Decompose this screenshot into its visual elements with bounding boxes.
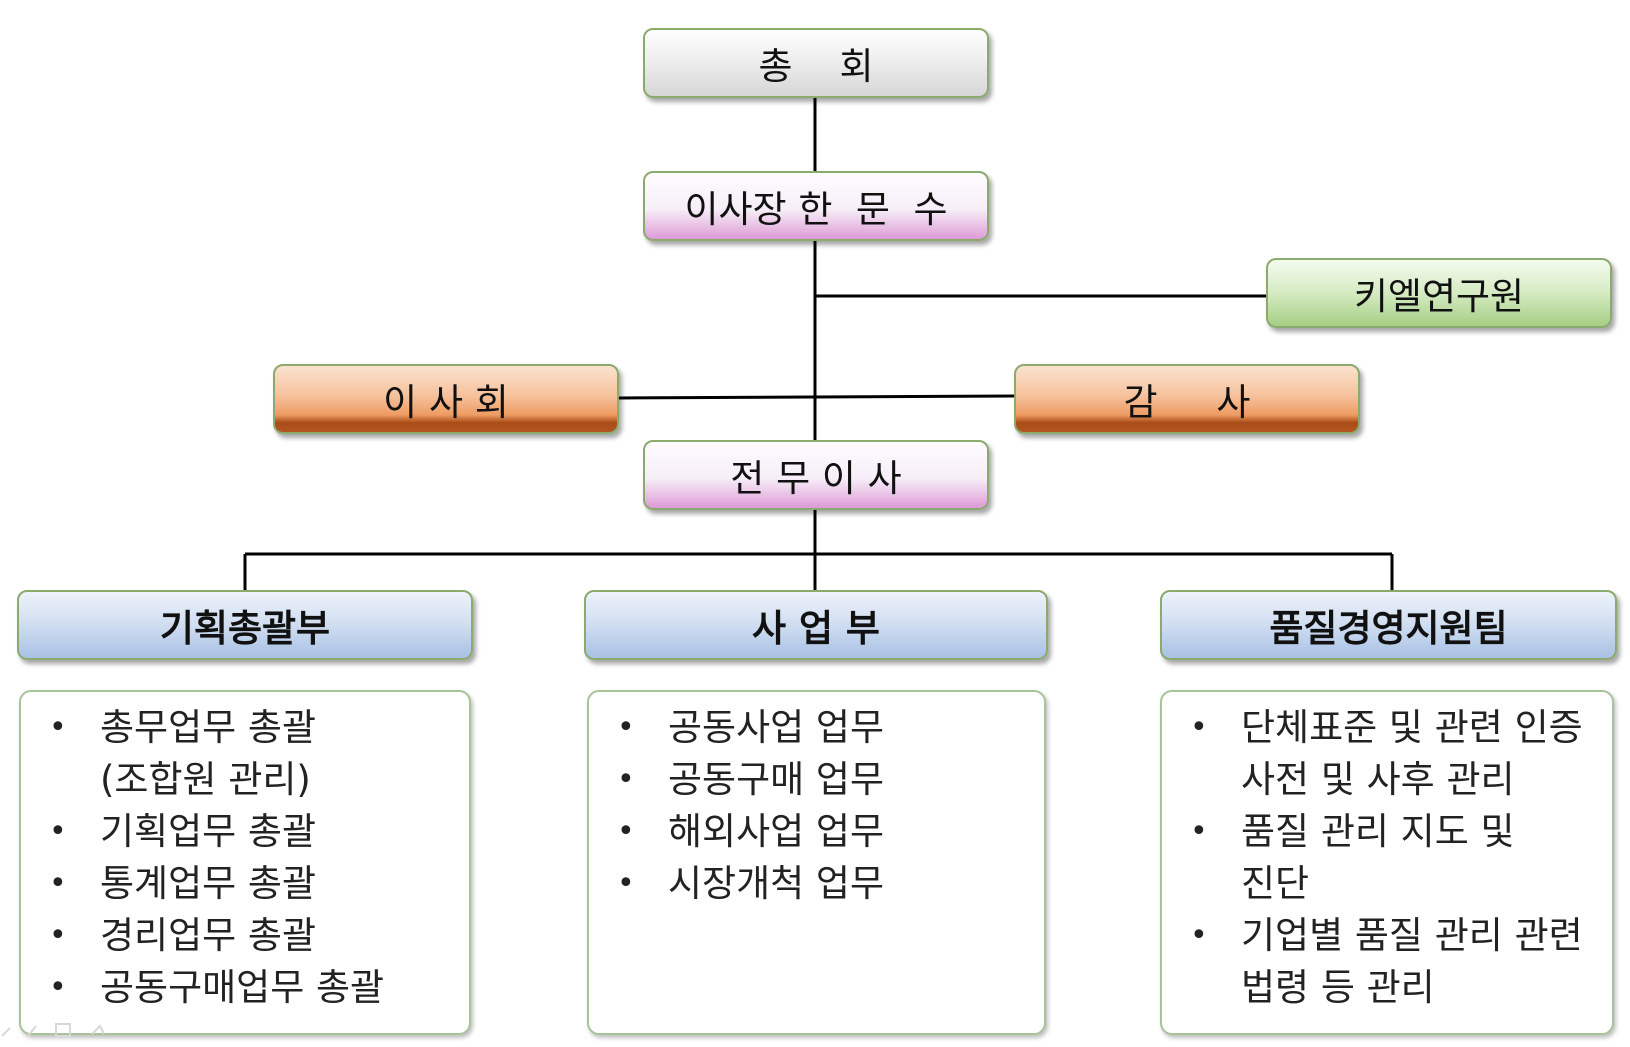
executive-director-node: 전 무 이 사	[643, 440, 989, 510]
duty-item: • 해외사업 업무	[607, 806, 1034, 858]
planning-duties-box: • 총무업무 총괄 (조합원 관리) • 기획업무 총괄 • 통계업무 총괄 • 경리업…	[19, 690, 471, 1035]
business-duties-box: • 공동사업 업무 • 공동구매 업무 • 해외사업 업무 • 시장개척 업무	[587, 690, 1046, 1035]
duty-text: 공동구매 업무	[668, 758, 885, 801]
duty-item: • 공동사업 업무	[607, 702, 1034, 754]
research-institute-node: 키엘연구원	[1266, 258, 1612, 328]
bullet-icon: •	[49, 918, 67, 953]
duty-text: 시장개척 업무	[668, 862, 885, 905]
bullet-icon: •	[49, 866, 67, 901]
bullet-icon: •	[617, 866, 635, 901]
duty-text: 통계업무 총괄	[100, 862, 317, 905]
faint-watermark-icon	[1, 1023, 105, 1037]
general-assembly-label: 총 회	[758, 45, 874, 88]
duty-item: • 총무업무 총괄 (조합원 관리)	[39, 702, 459, 806]
bullet-icon: •	[1190, 918, 1208, 953]
general-assembly-node: 총 회	[643, 28, 989, 98]
duty-item: • 공동구매업무 총괄	[39, 962, 459, 1014]
bullet-icon: •	[49, 814, 67, 849]
connector-board-audit	[618, 394, 1015, 400]
bullet-icon: •	[49, 970, 67, 1005]
duty-item: • 기획업무 총괄	[39, 806, 459, 858]
duty-list: •단체표준 및 관련 인증 사전 및 사후 관리 •품질 관리 지도 및 진단 …	[1180, 702, 1602, 1014]
duty-item: • 시장개척 업무	[607, 858, 1034, 910]
duty-text: 공동사업 업무	[668, 706, 885, 749]
duty-text: 단체표준 및 관련 인증 사전 및 사후 관리	[1241, 706, 1583, 801]
auditor-node: 감 사	[1014, 364, 1360, 434]
duty-text: 공동구매업무 총괄	[100, 966, 385, 1009]
executive-director-label: 전 무 이 사	[730, 457, 902, 500]
quality-support-team-node: 품질경영지원팀	[1160, 590, 1617, 660]
duty-item: • 품질 관리 지도 및 진단	[1180, 806, 1602, 910]
duty-item: • 공동구매 업무	[607, 754, 1034, 806]
bullet-icon: •	[617, 762, 635, 797]
duty-text: 기획업무 총괄	[100, 810, 317, 853]
department-label: 기획총괄부	[159, 607, 331, 650]
bullet-icon: •	[49, 710, 67, 745]
duty-item: • 단체표준 및 관련 인증 사전 및 사후 관리	[1180, 702, 1602, 806]
bullet-icon: •	[1190, 814, 1208, 849]
duty-text: 기업별 품질 관리 관련 법령 등 관리	[1241, 914, 1583, 1009]
duty-list: • 공동사업 업무 • 공동구매 업무 • 해외사업 업무 • 시장개척 업무	[607, 702, 1034, 910]
board-label: 이 사 회	[383, 381, 509, 424]
duty-list: • 총무업무 총괄 (조합원 관리) • 기획업무 총괄 • 통계업무 총괄 • 경리업…	[39, 702, 459, 1014]
planning-department-node: 기획총괄부	[17, 590, 473, 660]
duty-text: 해외사업 업무	[668, 810, 885, 853]
duty-item: • 통계업무 총괄	[39, 858, 459, 910]
research-institute-label: 키엘연구원	[1353, 275, 1525, 318]
duty-text: 품질 관리 지도 및 진단	[1241, 810, 1515, 905]
duty-text: 총무업무 총괄 (조합원 관리)	[100, 706, 317, 801]
department-label: 사 업 부	[752, 607, 880, 650]
board-of-directors-node: 이 사 회	[273, 364, 619, 434]
bullet-icon: •	[617, 814, 635, 849]
business-department-node: 사 업 부	[584, 590, 1048, 660]
bullet-icon: •	[1190, 710, 1208, 745]
bullet-icon: •	[617, 710, 635, 745]
duty-item: • 경리업무 총괄	[39, 910, 459, 962]
chairman-node: 이사장 한 문 수	[643, 171, 989, 241]
auditor-label: 감 사	[1123, 381, 1251, 424]
department-label: 품질경영지원팀	[1269, 607, 1508, 650]
duty-item: • 기업별 품질 관리 관련 법령 등 관리	[1180, 910, 1602, 1014]
duty-text: 경리업무 총괄	[100, 914, 317, 957]
quality-duties-box: •단체표준 및 관련 인증 사전 및 사후 관리 •품질 관리 지도 및 진단 …	[1160, 690, 1614, 1035]
chairman-label: 이사장 한 문 수	[684, 188, 948, 231]
